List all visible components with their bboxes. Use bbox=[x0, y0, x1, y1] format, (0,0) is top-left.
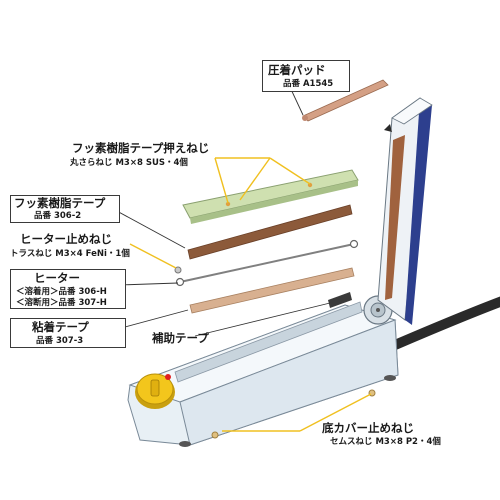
adhesive-tape-part: 品番 307-3 bbox=[36, 336, 84, 346]
heater-title: ヒーター bbox=[34, 271, 80, 285]
adhesive-tape-title: 粘着テープ bbox=[32, 320, 89, 334]
fluoro-screw-title: フッ素樹脂テープ押えねじ bbox=[72, 141, 210, 155]
fluoro-tape-label-box bbox=[10, 195, 120, 223]
heater-screw-title: ヒーター止めねじ bbox=[20, 232, 112, 246]
pad-label-box bbox=[262, 60, 350, 92]
sealer-body bbox=[127, 301, 399, 447]
power-cord bbox=[390, 296, 500, 350]
pad-pointer-arrow bbox=[384, 124, 392, 132]
heater-label-box bbox=[10, 269, 126, 309]
temperature-dial bbox=[135, 373, 175, 409]
auxiliary-tape bbox=[328, 292, 352, 308]
heater-line-welding: ＜溶着用＞品番 306-H bbox=[16, 287, 107, 297]
fluoro-tape bbox=[187, 204, 353, 260]
fluoro-screw-spec: 丸さらねじ M3×8 SUS・4個 bbox=[70, 158, 188, 168]
leader-lines bbox=[129, 157, 372, 432]
adhesive-tape-label-box bbox=[10, 318, 126, 348]
heater-line-cutting: ＜溶断用＞品番 307-H bbox=[16, 298, 107, 308]
bottom-screw-marker bbox=[211, 431, 219, 439]
heater-wire bbox=[175, 239, 359, 287]
pad-part-number: 品番 A1545 bbox=[283, 79, 334, 89]
fluoro-tape-part: 品番 306-2 bbox=[34, 211, 82, 221]
pressure-pad bbox=[302, 79, 389, 122]
bottom-screw-title: 底カバー止めねじ bbox=[322, 421, 414, 435]
heater-screw-spec: トラスねじ M3×4 FeNi・1個 bbox=[10, 249, 130, 259]
pad-title: 圧着パッド bbox=[268, 63, 326, 77]
heater-screw-marker bbox=[174, 266, 182, 274]
aux-tape-title: 補助テープ bbox=[152, 331, 209, 345]
fluoro-tape-title: フッ素樹脂テープ bbox=[14, 196, 106, 210]
lid-arm bbox=[377, 97, 433, 325]
adhesive-tape bbox=[189, 267, 355, 314]
bottom-screw-spec: セムスねじ M3×8 P2・4個 bbox=[330, 437, 441, 447]
